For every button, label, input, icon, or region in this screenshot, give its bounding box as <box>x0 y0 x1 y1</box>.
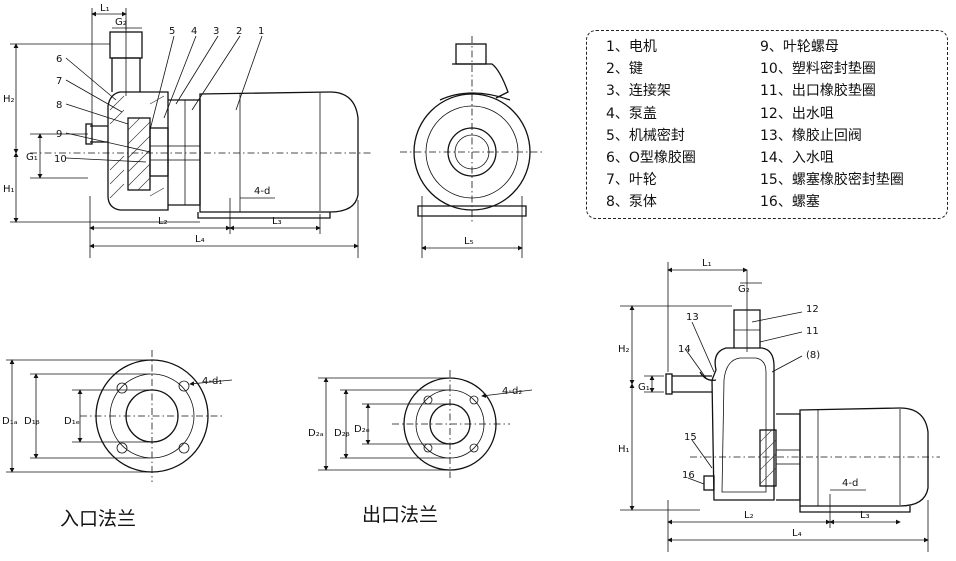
inlet-flange-caption: 入口法兰 <box>60 508 137 530</box>
dim-L2-b: L₂ <box>744 510 754 521</box>
dim-G2-a: G₂ <box>115 17 127 28</box>
legend-item: 6、O型橡胶圈 <box>606 150 696 166</box>
legend-item: 14、入水咀 <box>760 150 834 166</box>
legend-item: 11、出口橡胶垫圈 <box>760 83 876 100</box>
part-11: 11 <box>806 326 819 337</box>
legend-item: 5、机械密封 <box>606 127 685 144</box>
dim-D2c: D₂ₑ <box>354 424 370 435</box>
part-13: 13 <box>686 312 699 323</box>
part-4: 4 <box>191 26 197 37</box>
dim-D2a: D₂ₐ <box>308 428 324 439</box>
part-5: 5 <box>169 26 175 37</box>
dim-L1-b: L₁ <box>702 258 712 269</box>
legend-item: 10、塑料密封垫圈 <box>760 61 876 78</box>
legend-item: 9、叶轮螺母 <box>760 39 839 55</box>
dim-D1a: D₁ₐ <box>2 416 18 427</box>
dim-4d-b: 4-d <box>842 478 858 489</box>
dim-D1b: D₁ᵦ <box>24 416 40 427</box>
part-9: 9 <box>56 129 62 140</box>
part-14: 14 <box>678 344 691 355</box>
dim-H1-a: H₁ <box>3 184 15 195</box>
part-6: 6 <box>56 54 62 65</box>
dim-H2-b: H₂ <box>618 344 630 355</box>
part-10: 10 <box>54 154 67 165</box>
dim-4d-a: 4-d <box>254 186 270 197</box>
dim-D1c: D₁ₑ <box>64 416 80 427</box>
dim-H1-b: H₁ <box>618 444 630 455</box>
legend-item: 13、橡胶止回阀 <box>760 127 862 144</box>
dim-L5: L₅ <box>464 236 474 247</box>
dim-L4-a: L₄ <box>195 234 205 245</box>
front-end-view: L₅ <box>400 36 544 258</box>
dim-L3-b: L₃ <box>860 510 870 521</box>
dim-H2-a: H₂ <box>3 94 15 105</box>
side-section-view: L₁ G₂ H₂ G₁ H₁ L₂ L₄ L₃ 4-d 6 7 8 9 10 5… <box>3 3 372 258</box>
dim-L4-b: L₄ <box>792 528 802 539</box>
legend-item: 7、叶轮 <box>606 172 657 189</box>
part-1: 1 <box>258 26 264 37</box>
part-3: 3 <box>213 26 219 37</box>
part-15: 15 <box>684 432 697 443</box>
dim-D2b: D₂ᵦ <box>334 428 350 439</box>
outlet-flange-view: D₂ₐ D₂ᵦ D₂ₑ 4-d₂ <box>308 370 533 478</box>
parts-legend <box>586 30 948 219</box>
part-7: 7 <box>56 76 62 87</box>
legend-item: 16、螺塞 <box>760 194 820 211</box>
part-8: 8 <box>56 100 62 111</box>
part-2: 2 <box>236 26 242 37</box>
dim-4d2: 4-d₂ <box>502 386 522 397</box>
part-16: 16 <box>682 470 695 481</box>
dim-G2-b: G₂ <box>738 284 750 295</box>
dim-L2-a: L₂ <box>158 216 168 227</box>
dim-G1-a: G₁ <box>26 152 38 163</box>
legend-item: 2、键 <box>606 61 643 78</box>
legend-item: 4、泵盖 <box>606 105 657 122</box>
legend-item: 3、连接架 <box>606 83 671 100</box>
dim-4d1: 4-d₁ <box>202 376 222 387</box>
dim-L1-a: L₁ <box>100 3 110 14</box>
self-priming-section-view: L₁ G₂ H₂ G₁ H₁ L₂ L₃ L₄ 4-d 12 11 (8) 13… <box>618 258 940 552</box>
dim-L3-a: L₃ <box>272 216 282 227</box>
legend-item: 12、出水咀 <box>760 105 834 122</box>
outlet-flange-caption: 出口法兰 <box>362 504 439 526</box>
part-12: 12 <box>806 304 819 315</box>
part-8-paren: (8) <box>806 350 820 361</box>
legend-item: 1、电机 <box>606 39 657 55</box>
legend-item: 15、螺塞橡胶密封垫圈 <box>760 172 904 189</box>
inlet-flange-view: D₁ₐ D₁ᵦ D₁ₑ 4-d₁ <box>2 350 233 482</box>
dim-G1-b: G₁ <box>638 382 650 393</box>
legend-item: 8、泵体 <box>606 194 657 211</box>
